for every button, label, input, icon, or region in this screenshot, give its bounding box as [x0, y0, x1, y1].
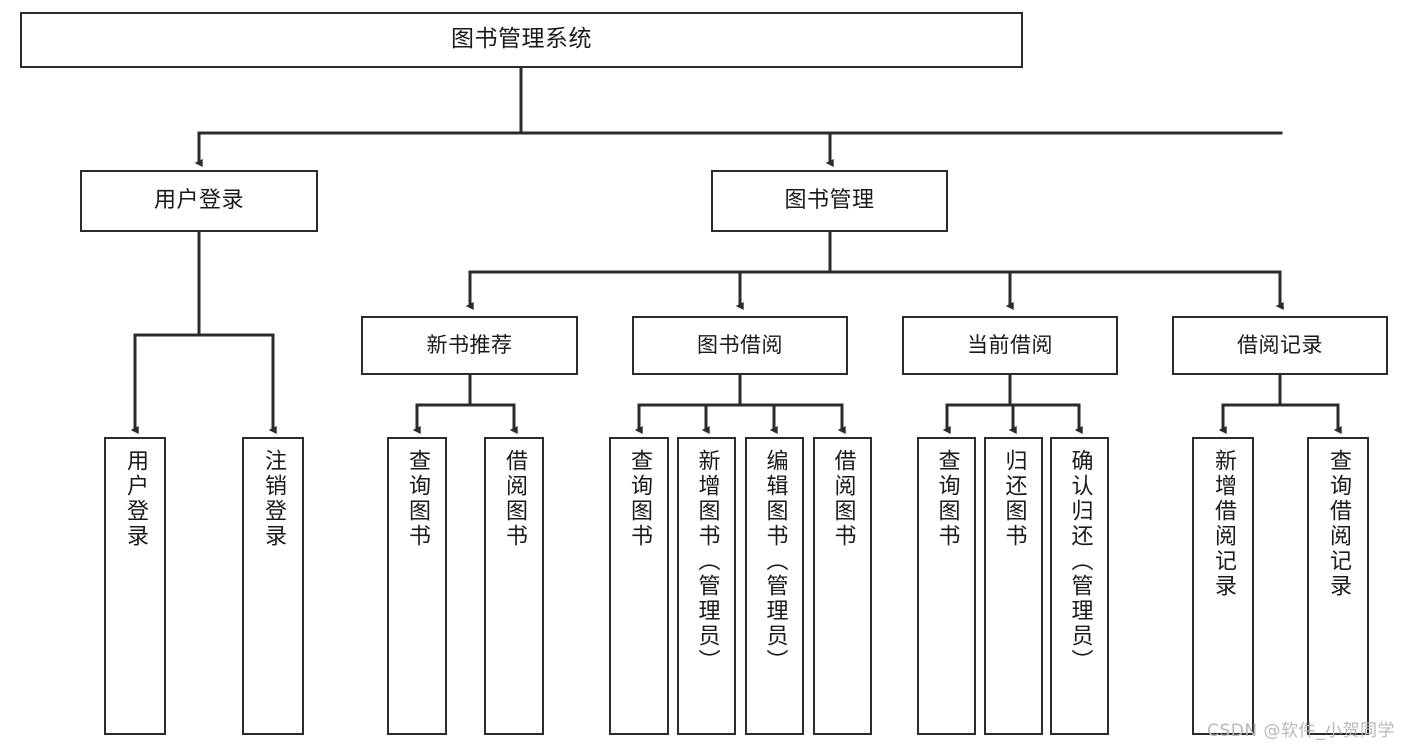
node-borrow-record[interactable]: 借阅记录: [1172, 316, 1388, 375]
node-leaf-return-book-label: 归还图书: [1001, 449, 1027, 549]
node-book-manage[interactable]: 图书管理: [711, 170, 948, 232]
node-user-login[interactable]: 用户登录: [80, 170, 318, 232]
node-leaf-user-logout[interactable]: 注销登录: [242, 437, 304, 735]
node-leaf-query-book-3-label: 查询图书: [934, 449, 960, 549]
node-leaf-add-book-label: 新增图书（管理员）: [694, 449, 720, 674]
node-book-borrow[interactable]: 图书借阅: [632, 316, 848, 375]
node-leaf-user-login-label: 用户登录: [123, 449, 148, 549]
node-leaf-borrow-book-1-label: 借阅图书: [502, 449, 527, 549]
node-leaf-add-record[interactable]: 新增借阅记录: [1192, 437, 1254, 735]
node-user-login-label: 用户登录: [153, 188, 244, 214]
node-borrow-record-label: 借阅记录: [1237, 333, 1323, 358]
node-current-borrow[interactable]: 当前借阅: [902, 316, 1118, 375]
node-leaf-return-book[interactable]: 归还图书: [984, 437, 1043, 735]
node-leaf-user-login[interactable]: 用户登录: [104, 437, 166, 735]
node-leaf-query-record[interactable]: 查询借阅记录: [1307, 437, 1369, 735]
node-leaf-confirm-return[interactable]: 确认归还（管理员）: [1050, 437, 1109, 735]
node-new-book-recommend[interactable]: 新书推荐: [361, 316, 578, 375]
node-book-manage-label: 图书管理: [784, 188, 875, 214]
node-new-book-recommend-label: 新书推荐: [426, 333, 513, 358]
node-leaf-query-book-3[interactable]: 查询图书: [917, 437, 976, 735]
node-root[interactable]: 图书管理系统: [20, 12, 1023, 68]
node-leaf-query-book-1[interactable]: 查询图书: [387, 437, 447, 735]
node-leaf-query-book-2[interactable]: 查询图书: [609, 437, 669, 735]
node-leaf-add-book[interactable]: 新增图书（管理员）: [677, 437, 736, 735]
node-leaf-user-logout-label: 注销登录: [261, 449, 286, 549]
node-leaf-add-record-label: 新增借阅记录: [1211, 449, 1236, 599]
node-current-borrow-label: 当前借阅: [967, 333, 1053, 358]
node-book-borrow-label: 图书借阅: [697, 333, 783, 358]
node-leaf-borrow-book-1[interactable]: 借阅图书: [484, 437, 544, 735]
node-leaf-query-book-1-label: 查询图书: [405, 449, 430, 549]
node-leaf-query-record-label: 查询借阅记录: [1326, 449, 1351, 599]
node-root-label: 图书管理系统: [451, 26, 592, 53]
node-leaf-confirm-return-label: 确认归还（管理员）: [1067, 449, 1093, 674]
node-leaf-borrow-book-2-label: 借阅图书: [830, 449, 856, 549]
node-leaf-edit-book-label: 编辑图书（管理员）: [762, 449, 788, 674]
node-leaf-borrow-book-2[interactable]: 借阅图书: [813, 437, 872, 735]
node-leaf-query-book-2-label: 查询图书: [627, 449, 652, 549]
node-leaf-edit-book[interactable]: 编辑图书（管理员）: [745, 437, 804, 735]
